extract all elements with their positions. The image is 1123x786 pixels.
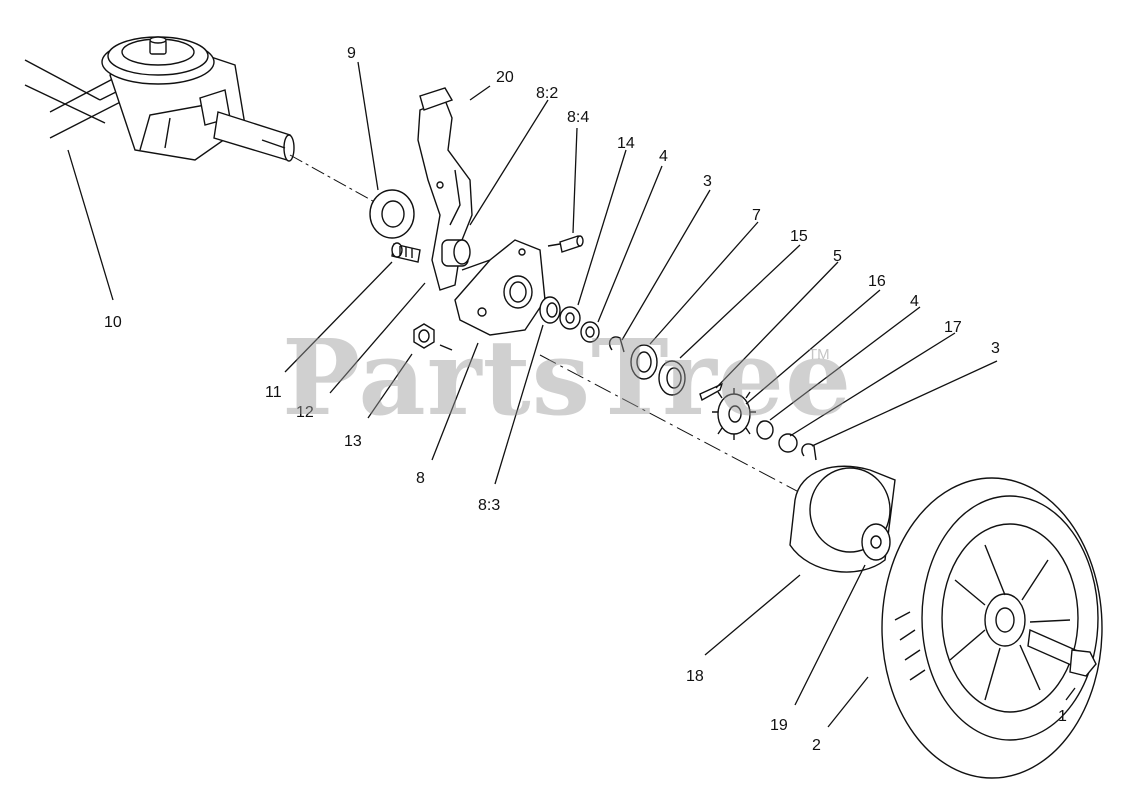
callout-17: 17 xyxy=(944,319,962,336)
callout-4-lower: 4 xyxy=(910,293,919,310)
callout-8-3: 8:3 xyxy=(478,497,500,514)
callout-8-4: 8:4 xyxy=(567,109,589,126)
callout-7: 7 xyxy=(752,207,761,224)
bolt-drawing xyxy=(391,242,421,263)
callout-14: 14 xyxy=(617,135,635,152)
callout-1: 1 xyxy=(1058,708,1067,725)
nut-drawing xyxy=(413,323,435,349)
callout-8-2: 8:2 xyxy=(536,85,558,102)
callout-2: 2 xyxy=(812,737,821,754)
small-parts-drawing xyxy=(539,296,817,461)
callout-15: 15 xyxy=(790,228,808,245)
wheel-bolt-drawing xyxy=(1027,628,1097,677)
hub-cover-drawing xyxy=(789,465,896,573)
callout-20: 20 xyxy=(496,69,514,86)
washer-drawing xyxy=(369,189,415,239)
callout-13: 13 xyxy=(344,433,362,450)
callout-5: 5 xyxy=(833,248,842,265)
callout-9: 9 xyxy=(347,45,356,62)
callout-10: 10 xyxy=(104,314,122,331)
axle-shaft-drawing xyxy=(213,111,295,162)
callout-19: 19 xyxy=(770,717,788,734)
callout-labels: 9 20 8:2 8:4 14 4 3 7 15 5 16 4 17 3 10 … xyxy=(104,45,1067,754)
callout-18: 18 xyxy=(686,668,704,685)
callout-16: 16 xyxy=(868,273,886,290)
callout-4-top: 4 xyxy=(659,148,668,165)
callout-3-lower: 3 xyxy=(991,340,1000,357)
wheel-drawing xyxy=(881,477,1103,779)
callout-8: 8 xyxy=(416,470,425,487)
grease-fitting-drawing xyxy=(547,235,584,253)
leader-lines xyxy=(67,61,1076,728)
drive-gear-drawing xyxy=(712,388,756,440)
callout-11: 11 xyxy=(265,384,282,401)
transmission-drawing xyxy=(101,36,246,161)
callout-3-top: 3 xyxy=(703,173,712,190)
bearing-housing-drawing xyxy=(439,239,546,351)
callout-12: 12 xyxy=(296,404,314,421)
